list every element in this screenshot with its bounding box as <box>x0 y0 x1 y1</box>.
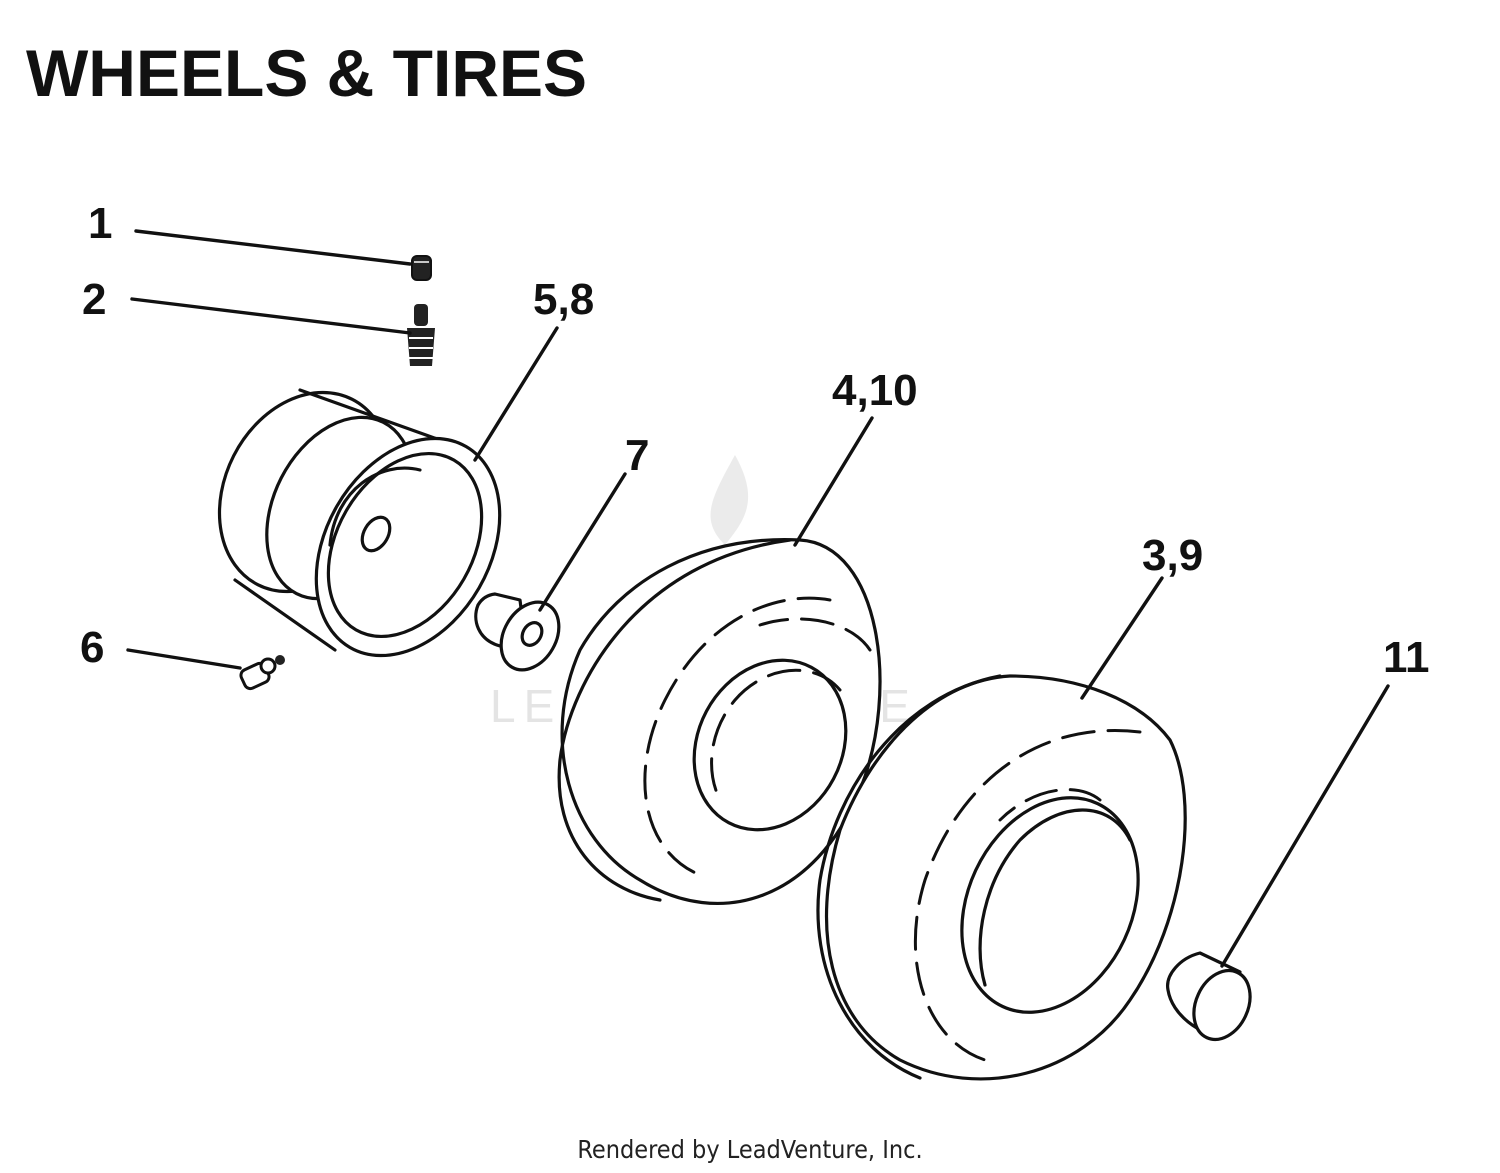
part-wheel-rim <box>217 388 502 658</box>
leader-line-6 <box>126 648 242 670</box>
footer-credit: Rendered by LeadVenture, Inc. <box>577 1135 922 1164</box>
callout-3-9: 3,9 <box>1142 531 1203 580</box>
part-front-tire <box>557 538 882 905</box>
callout-6: 6 <box>80 623 104 672</box>
leader-line-7 <box>538 472 627 612</box>
part-grease-fitting <box>239 655 285 691</box>
part-valve-cap <box>411 255 432 281</box>
leader-line-1 <box>134 229 412 266</box>
part-valve-stem <box>407 304 435 366</box>
part-bushing <box>474 592 561 672</box>
callout-1: 1 <box>88 199 112 248</box>
callout-5-8: 5,8 <box>533 275 594 324</box>
leader-line-4-10 <box>793 416 874 547</box>
callout-4-10: 4,10 <box>832 366 918 415</box>
part-hub-cap <box>1166 951 1252 1042</box>
leader-line-5-8 <box>473 326 559 462</box>
leader-line-11 <box>1220 684 1390 968</box>
leader-line-3-9 <box>1080 576 1164 700</box>
part-rear-tire <box>816 674 1187 1081</box>
callout-2: 2 <box>82 275 106 324</box>
diagram-title: WHEELS & TIRES <box>26 36 587 110</box>
callout-11: 11 <box>1383 633 1430 682</box>
callout-7: 7 <box>625 431 649 480</box>
leader-lines <box>126 229 1390 968</box>
leader-line-2 <box>130 297 412 335</box>
